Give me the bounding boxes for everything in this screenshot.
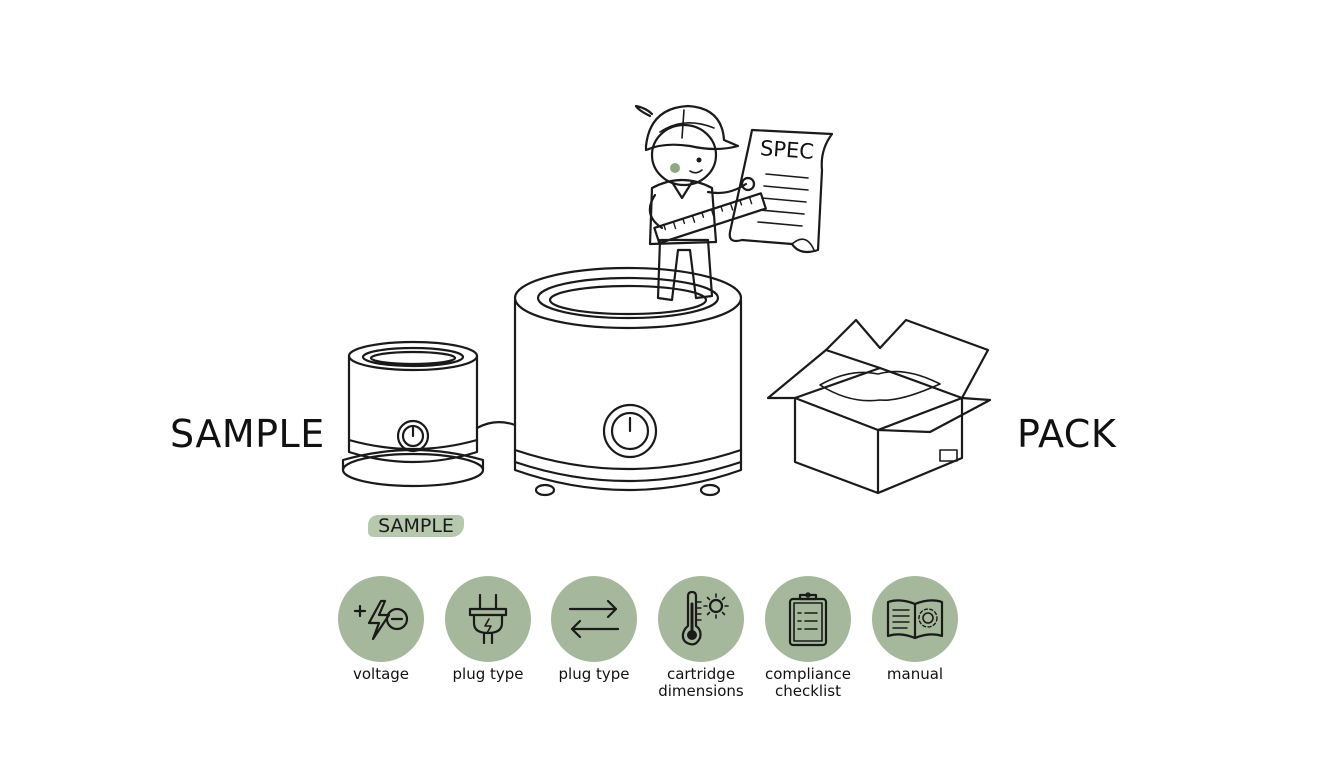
icon-label: plug type [558,665,630,683]
small-warmer [341,340,517,488]
swap-arrows-icon [551,576,637,662]
sample-tag: SAMPLE [368,512,464,540]
inspector-character [634,104,767,302]
manual-book-icon [872,576,958,662]
icon-label: compliance checklist [764,665,852,700]
icon-label: voltage [352,665,410,683]
pack-heading: PACK [1017,412,1117,456]
icon-item-plug-swap: plug type [539,576,649,683]
sample-tag-highlight [368,515,464,537]
open-shipping-box [766,318,992,495]
icon-label: cartridge dimensions [658,665,744,700]
icon-item-plug: plug type [433,576,543,683]
voltage-icon [338,576,424,662]
thermometer-sun-icon [658,576,744,662]
icon-item-cartridge: cartridge dimensions [646,576,756,700]
spec-label: SPEC [759,136,815,164]
icon-label: manual [886,665,944,683]
clipboard-checklist-icon [765,576,851,662]
icon-item-voltage: voltage [326,576,436,683]
sample-heading: SAMPLE [170,412,325,456]
plug-icon [445,576,531,662]
sample-tag-label: SAMPLE [378,515,454,537]
icon-label: plug type [452,665,524,683]
icon-item-compliance: compliance checklist [753,576,863,700]
large-warmer [513,266,743,497]
spec-document [728,128,834,254]
icon-item-manual: manual [860,576,970,683]
